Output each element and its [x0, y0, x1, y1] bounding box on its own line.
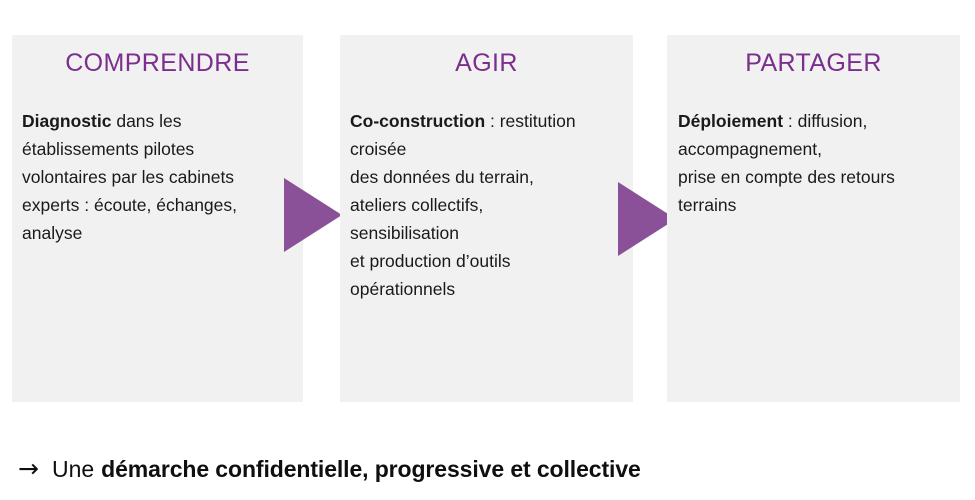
process-step-title-partager: PARTAGER — [745, 49, 882, 77]
process-step-title-comprendre: COMPRENDRE — [65, 49, 250, 77]
process-step-text-comprendre: dans les établissements pilotes volontai… — [22, 111, 237, 243]
process-step-card-partager: PARTAGER Déploiement : diffusion, accomp… — [667, 35, 960, 402]
summary-caption: → Une démarche confidentielle, progressi… — [18, 452, 641, 486]
process-step-body-agir: Co-construction : restitution croisée de… — [350, 107, 639, 303]
caption-emphasis-text: démarche confidentielle, progressive et … — [101, 456, 641, 482]
process-step-text-agir: : restitution croisée des données du ter… — [350, 111, 576, 299]
caption-lead-text: Une — [51, 456, 95, 482]
process-step-title-agir: AGIR — [455, 49, 518, 77]
process-step-body-comprendre: Diagnostic dans les établissements pilot… — [22, 107, 305, 247]
process-step-lead-partager: Déploiement — [678, 111, 784, 131]
process-step-lead-agir: Co-construction — [350, 111, 486, 131]
process-step-card-comprendre: COMPRENDRE Diagnostic dans les établisse… — [12, 35, 303, 402]
arrow-comprendre-to-agir-icon — [284, 178, 342, 252]
process-step-card-agir: AGIR Co-construction : restitution crois… — [340, 35, 633, 402]
process-step-text-partager: : diffusion, accompagnement, prise en co… — [678, 111, 895, 215]
arrow-agir-to-partager-icon — [618, 182, 676, 256]
right-arrow-icon: → — [18, 454, 39, 483]
process-step-body-partager: Déploiement : diffusion, accompagnement,… — [678, 107, 968, 219]
process-step-lead-comprendre: Diagnostic — [22, 111, 112, 131]
